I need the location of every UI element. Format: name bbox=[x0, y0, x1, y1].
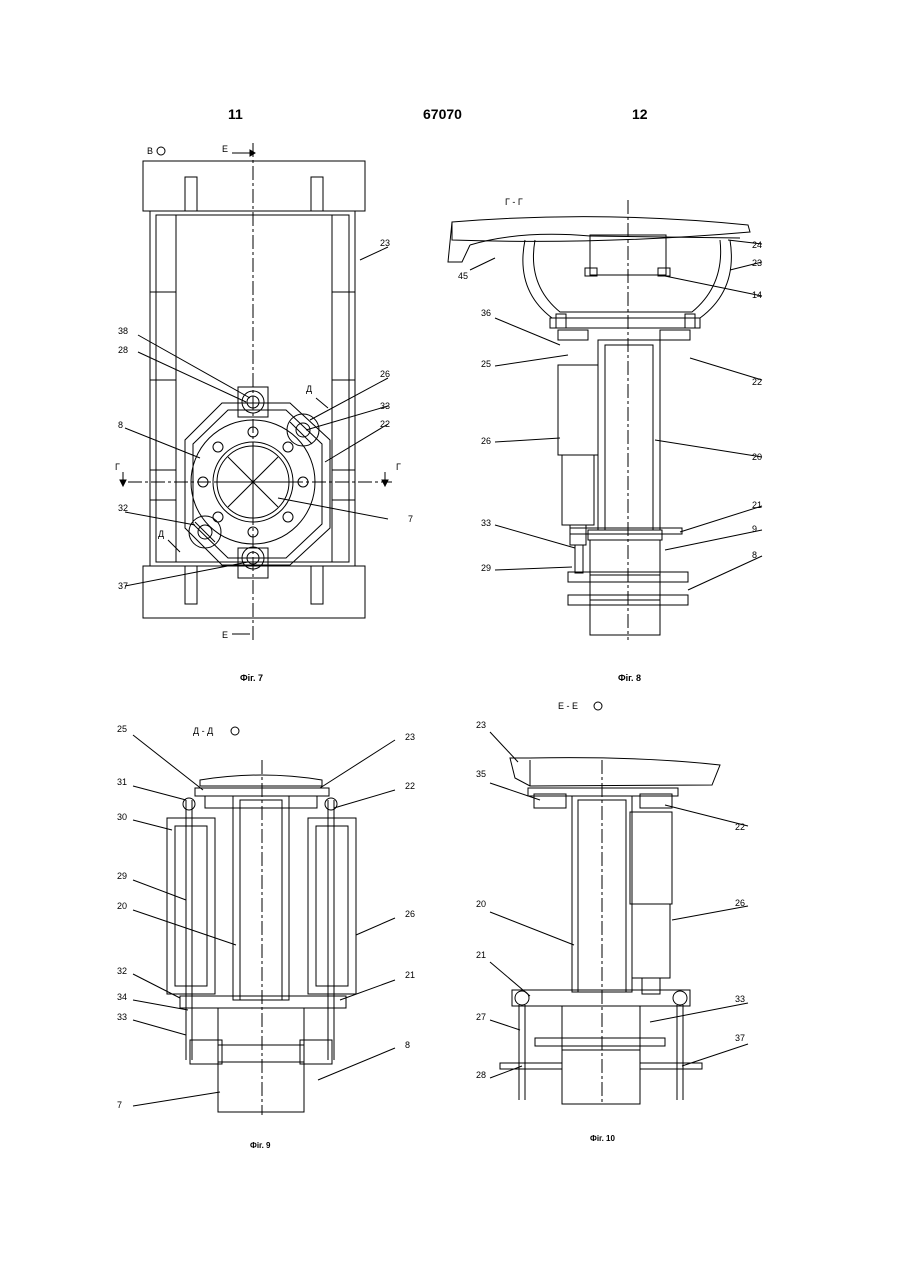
fig9-label-23: 23 bbox=[405, 732, 415, 742]
fig8-label-29: 29 bbox=[481, 563, 491, 573]
fig9-label-22: 22 bbox=[405, 781, 415, 791]
fig9-label-21: 21 bbox=[405, 970, 415, 980]
fig8-label-20: 20 bbox=[752, 452, 762, 462]
fig9-label-7: 7 bbox=[117, 1100, 122, 1110]
fig10-label-20: 20 bbox=[476, 899, 486, 909]
fig9-label-20: 20 bbox=[117, 901, 127, 911]
fig9-labels: 25 31 30 29 20 32 34 33 7 23 22 26 21 8 bbox=[117, 724, 415, 1110]
fig8-drawing: Г - Г bbox=[448, 197, 762, 640]
fig7-label-7: 7 bbox=[408, 514, 413, 524]
fig8-label-26: 26 bbox=[481, 436, 491, 446]
fig9-label-25: 25 bbox=[117, 724, 127, 734]
fig9-label-31: 31 bbox=[117, 777, 127, 787]
fig7-drawing: В Е Е Г Г Д Д bbox=[115, 143, 401, 642]
fig9-label-34: 34 bbox=[117, 992, 127, 1002]
fig10-drawing: Е - Е bbox=[490, 701, 748, 1105]
fig9-label-26: 26 bbox=[405, 909, 415, 919]
fig7-section-e-top: Е bbox=[222, 144, 228, 154]
fig9-label-33: 33 bbox=[117, 1012, 127, 1022]
fig7-label-38: 38 bbox=[118, 326, 128, 336]
fig10-label-22: 22 bbox=[735, 822, 745, 832]
fig10-label-37: 37 bbox=[735, 1033, 745, 1043]
fig8-label-21: 21 bbox=[752, 500, 762, 510]
fig7-label-23: 23 bbox=[380, 238, 390, 248]
fig8-label-23: 23 bbox=[752, 258, 762, 268]
fig9-section-title: Д - Д bbox=[193, 726, 213, 736]
fig7-label-28: 28 bbox=[118, 345, 128, 355]
fig8-label-36: 36 bbox=[481, 308, 491, 318]
fig10-label-27: 27 bbox=[476, 1012, 486, 1022]
fig8-label-8: 8 bbox=[752, 550, 757, 560]
fig8-label-25: 25 bbox=[481, 359, 491, 369]
fig10-label-26: 26 bbox=[735, 898, 745, 908]
fig8-label-24: 24 bbox=[752, 240, 762, 250]
fig9-label-32: 32 bbox=[117, 966, 127, 976]
fig8-label-45: 45 bbox=[458, 271, 468, 281]
fig9-drawing: Д - Д bbox=[133, 726, 395, 1115]
fig7-section-d-bottom: Д bbox=[158, 529, 164, 539]
fig8-label-14: 14 bbox=[752, 290, 762, 300]
fig7-label-37: 37 bbox=[118, 581, 128, 591]
fig10-label-33: 33 bbox=[735, 994, 745, 1004]
fig10-section-title: Е - Е bbox=[558, 701, 578, 711]
fig8-labels: 45 36 25 26 33 29 24 23 14 22 20 21 9 8 bbox=[458, 240, 762, 573]
fig8-label-22: 22 bbox=[752, 377, 762, 387]
fig7-view-label: В bbox=[147, 146, 153, 156]
fig7-label-8: 8 bbox=[118, 420, 123, 430]
fig8-label-9: 9 bbox=[752, 524, 757, 534]
fig8-section-title: Г - Г bbox=[505, 197, 523, 207]
fig7-label-26: 26 bbox=[380, 369, 390, 379]
fig9-label-30: 30 bbox=[117, 812, 127, 822]
fig7-label-32: 32 bbox=[118, 503, 128, 513]
fig7-section-e-bottom: Е bbox=[222, 630, 228, 640]
fig10-label-28: 28 bbox=[476, 1070, 486, 1080]
fig10-label-35: 35 bbox=[476, 769, 486, 779]
fig7-section-g-right: Г bbox=[396, 462, 401, 472]
fig9-label-8: 8 bbox=[405, 1040, 410, 1050]
fig10-labels: 23 35 20 21 27 28 22 26 33 37 bbox=[476, 720, 745, 1080]
fig10-label-23: 23 bbox=[476, 720, 486, 730]
fig8-label-33: 33 bbox=[481, 518, 491, 528]
fig7-section-d-top: Д bbox=[306, 384, 312, 394]
fig9-label-29: 29 bbox=[117, 871, 127, 881]
fig7-label-22: 22 bbox=[380, 419, 390, 429]
fig10-label-21: 21 bbox=[476, 950, 486, 960]
fig7-label-33: 33 bbox=[380, 401, 390, 411]
fig7-section-g-left: Г bbox=[115, 462, 120, 472]
